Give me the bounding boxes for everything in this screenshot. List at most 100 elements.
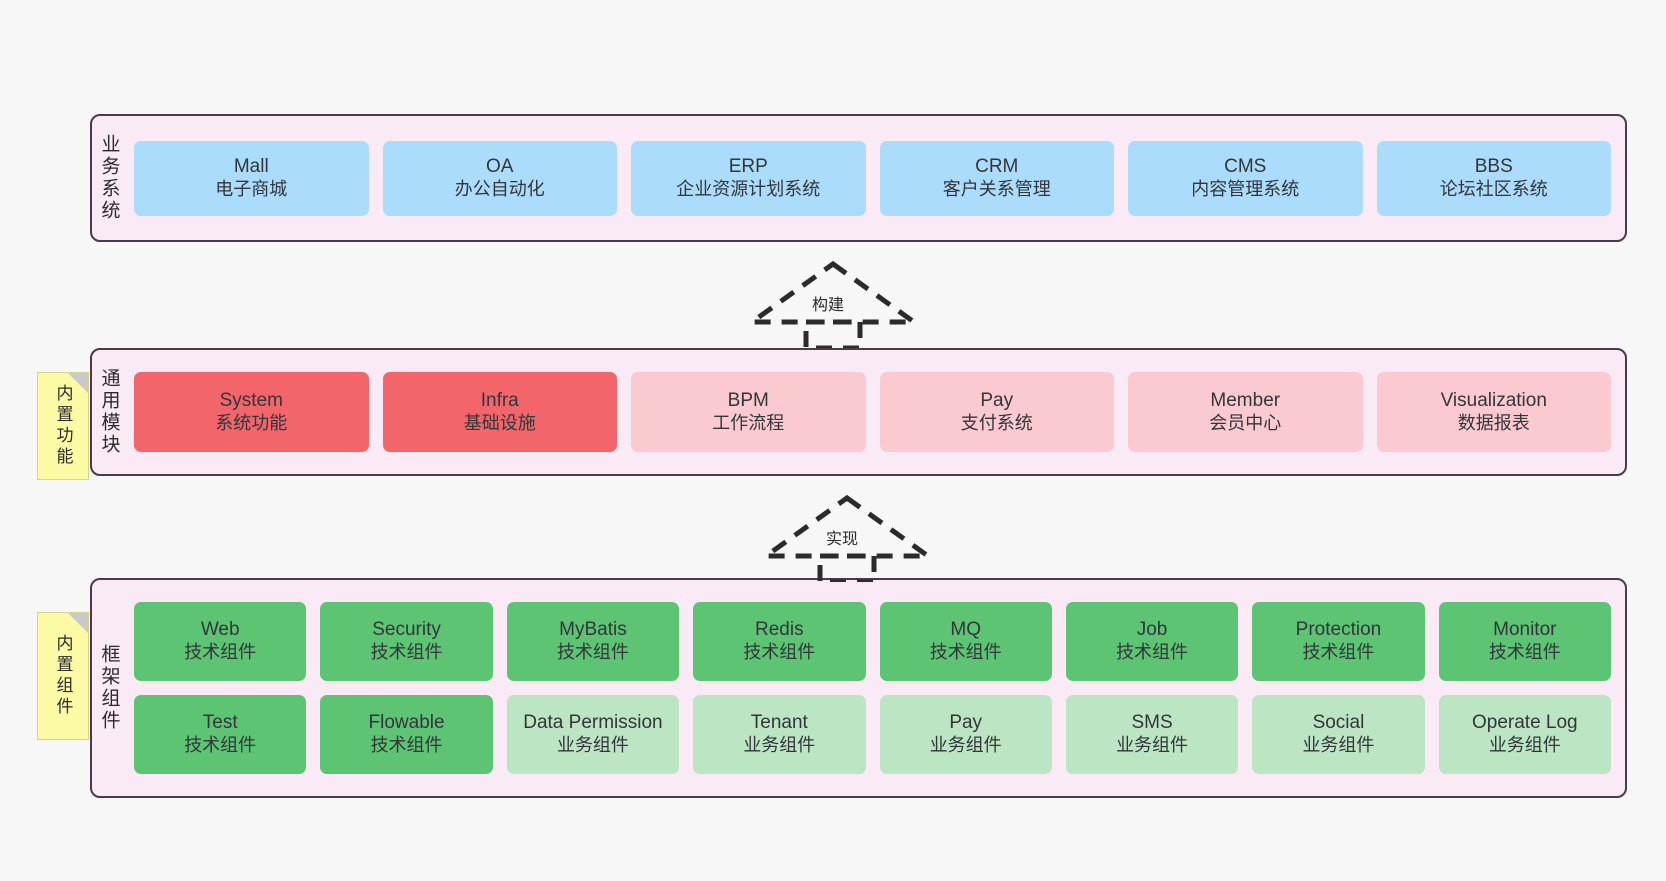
card-crm[interactable]: CRM 客户关系管理 [879,140,1114,216]
section-label-common-modules: 通用模块 [98,368,120,456]
card-title: Pay [949,712,983,734]
arrow-shaft [817,553,877,582]
card-title: SMS [1131,712,1173,734]
card-title: CMS [1224,155,1267,177]
card-flowable[interactable]: Flowable 技术组件 [320,695,493,774]
arrow-label-implement: 实现 [826,531,859,548]
card-web[interactable]: Web 技术组件 [134,602,307,681]
card-row: Mall 电子商城 OA 办公自动化 ERP 企业资源计划系统 CRM 客户关系… [134,140,1611,216]
section-business-systems: 业务系统 Mall 电子商城 OA 办公自动化 ERP 企业资源计划系统 CRM… [90,114,1627,242]
card-subtitle: 技术组件 [370,642,443,663]
card-subtitle: 支付系统 [960,412,1033,433]
card-title: Visualization [1440,389,1547,411]
card-title: Redis [755,619,804,641]
card-pay-module[interactable]: Pay 支付系统 [879,372,1114,452]
card-title: BBS [1474,155,1513,177]
sticky-note-text: 内置功能 [53,384,73,468]
sticky-note-text: 内置组件 [53,634,73,718]
card-pay-component[interactable]: Pay 业务组件 [879,695,1052,774]
card-subtitle: 业务组件 [1116,735,1189,756]
section-body-business-systems: Mall 电子商城 OA 办公自动化 ERP 企业资源计划系统 CRM 客户关系… [126,116,1625,240]
card-row: Web 技术组件 Security 技术组件 MyBatis 技术组件 Redi… [134,602,1611,681]
card-subtitle: 工作流程 [712,412,785,433]
card-infra[interactable]: Infra 基础设施 [382,372,617,452]
card-social[interactable]: Social 业务组件 [1252,695,1425,774]
card-title: Infra [480,389,519,411]
card-title: ERP [728,155,768,177]
card-member[interactable]: Member 会员中心 [1128,372,1363,452]
card-mybatis[interactable]: MyBatis 技术组件 [506,602,680,681]
card-bbs[interactable]: BBS 论坛社区系统 [1376,140,1611,216]
card-title: Security [372,619,441,641]
card-subtitle: 技术组件 [929,642,1002,663]
realization-arrow-build [748,260,918,348]
card-subtitle: 电子商城 [215,178,288,199]
arrow-label-build: 构建 [812,297,845,314]
card-title: MQ [950,619,981,641]
arrow-head-triangle [748,260,918,325]
card-subtitle: 系统功能 [215,412,288,433]
card-protection[interactable]: Protection 技术组件 [1252,602,1425,681]
card-subtitle: 技术组件 [370,735,443,756]
folded-corner-icon [68,613,88,633]
card-bpm[interactable]: BPM 工作流程 [631,372,866,452]
card-test[interactable]: Test 技术组件 [134,695,307,774]
card-subtitle: 技术组件 [184,735,257,756]
card-redis[interactable]: Redis 技术组件 [693,602,866,681]
card-row: System 系统功能 Infra 基础设施 BPM 工作流程 Pay 支付系统… [134,372,1611,452]
card-operate-log[interactable]: Operate Log 业务组件 [1438,695,1611,774]
card-title: MyBatis [559,619,627,641]
card-oa[interactable]: OA 办公自动化 [382,140,617,216]
card-subtitle: 技术组件 [184,642,257,663]
section-body-common-modules: System 系统功能 Infra 基础设施 BPM 工作流程 Pay 支付系统… [126,350,1625,474]
card-security[interactable]: Security 技术组件 [320,602,493,681]
card-title: Monitor [1493,619,1557,641]
card-monitor[interactable]: Monitor 技术组件 [1438,602,1611,681]
card-subtitle: 企业资源计划系统 [676,178,821,199]
card-cms[interactable]: CMS 内容管理系统 [1128,140,1363,216]
card-erp[interactable]: ERP 企业资源计划系统 [631,140,866,216]
card-subtitle: 业务组件 [1488,735,1561,756]
card-title: Flowable [368,712,445,734]
card-title: Operate Log [1471,712,1578,734]
card-tenant[interactable]: Tenant 业务组件 [693,695,866,774]
card-subtitle: 基础设施 [463,412,536,433]
card-subtitle: 数据报表 [1457,412,1530,433]
section-label-framework-components: 框架组件 [98,644,120,732]
card-title: Data Permission [523,712,663,734]
card-visualization[interactable]: Visualization 数据报表 [1376,372,1611,452]
card-subtitle: 业务组件 [929,735,1002,756]
card-subtitle: 技术组件 [556,642,629,663]
card-title: System [219,389,283,411]
card-title: Pay [980,389,1014,411]
card-subtitle: 业务组件 [1302,735,1375,756]
card-system[interactable]: System 系统功能 [134,372,369,452]
card-title: Protection [1295,619,1382,641]
folded-corner-icon [68,373,88,393]
realization-arrow-implement [762,494,932,582]
card-subtitle: 技术组件 [1488,642,1561,663]
card-subtitle: 技术组件 [1302,642,1375,663]
card-title: Social [1312,712,1365,734]
card-subtitle: 业务组件 [743,735,816,756]
section-label-business-systems: 业务系统 [98,134,120,222]
card-mall[interactable]: Mall 电子商城 [134,140,369,216]
card-mq[interactable]: MQ 技术组件 [879,602,1052,681]
section-body-framework-components: Web 技术组件 Security 技术组件 MyBatis 技术组件 Redi… [126,580,1625,796]
card-title: Web [200,619,240,641]
card-subtitle: 业务组件 [556,735,629,756]
sticky-note-builtin-components: 内置组件 [37,612,89,740]
card-row: Test 技术组件 Flowable 技术组件 Data Permission … [134,695,1611,774]
card-subtitle: 技术组件 [1116,642,1189,663]
sticky-note-builtin-functions: 内置功能 [37,372,89,480]
card-job[interactable]: Job 技术组件 [1065,602,1239,681]
section-framework-components: 框架组件 Web 技术组件 Security 技术组件 MyBatis 技术组件… [90,578,1627,798]
card-subtitle: 客户关系管理 [942,178,1051,199]
card-sms[interactable]: SMS 业务组件 [1065,695,1239,774]
card-subtitle: 技术组件 [743,642,816,663]
card-data-permission[interactable]: Data Permission 业务组件 [506,695,680,774]
card-title: Job [1136,619,1168,641]
card-title: Test [202,712,238,734]
card-title: Mall [233,155,269,177]
